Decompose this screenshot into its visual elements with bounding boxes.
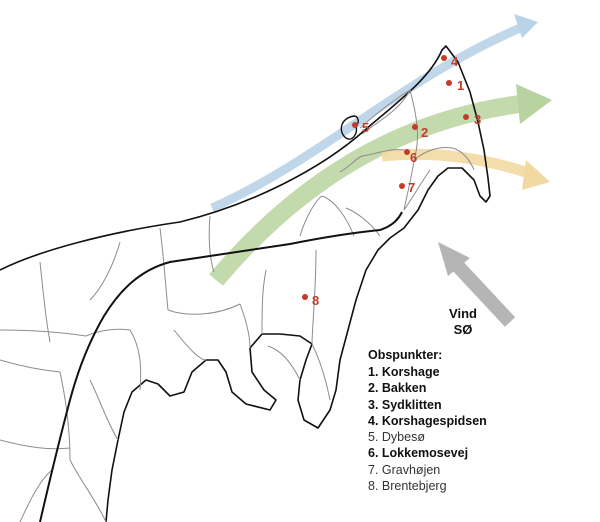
- observation-point-marker: [352, 122, 358, 128]
- observation-point-label: 1: [457, 78, 464, 93]
- arrow-wind-head: [438, 242, 470, 276]
- main-road: [39, 211, 403, 522]
- observation-point-marker: [302, 294, 308, 300]
- observation-point-label: 2: [421, 125, 428, 140]
- observation-point-label: 8: [312, 293, 319, 308]
- legend-title: Obspunkter:: [368, 348, 443, 362]
- legend-item: 4. Korshagespidsen: [368, 413, 487, 428]
- observation-point-label: 5: [362, 120, 369, 135]
- legend-item: 7. Gravhøjen: [368, 462, 441, 477]
- legend-item: 5. Dybesø: [368, 430, 425, 445]
- minor-roads: [0, 88, 475, 522]
- arrow-wind: [448, 257, 516, 327]
- wind-label: Vind SØ: [436, 306, 490, 338]
- legend-item: 2. Bakken: [368, 381, 427, 396]
- wind-label-line2: SØ: [453, 322, 473, 337]
- observation-point-label: 6: [410, 150, 417, 165]
- observation-point-marker: [412, 124, 418, 130]
- coastline: [0, 45, 491, 522]
- observation-point-marker: [399, 183, 405, 189]
- legend-item: 1. Korshage: [368, 365, 440, 379]
- observation-point-marker: [404, 149, 410, 155]
- arrow-blue-head: [514, 14, 538, 38]
- observation-point-label: 7: [408, 180, 415, 195]
- arrow-blue: [210, 23, 522, 213]
- legend-item: 8. Brentebjerg: [368, 479, 447, 494]
- arrow-green-head: [516, 84, 552, 124]
- observation-point-label: 3: [474, 112, 481, 127]
- arrow-yellow: [381, 148, 534, 180]
- observation-point-marker: [441, 55, 447, 61]
- wind-label-line1: Vind: [449, 306, 477, 321]
- observation-point-marker: [463, 114, 469, 120]
- legend-item: 6. Lokkemosevej: [368, 446, 469, 461]
- dybeso-lake: [340, 115, 359, 140]
- migration-arrows: [209, 14, 552, 327]
- legend-item: 3. Sydklitten: [368, 397, 442, 412]
- arrow-yellow-head: [522, 160, 550, 190]
- observation-point-marker: [446, 80, 452, 86]
- observation-points: 1 2 3 4 5 6 7 8: [302, 54, 481, 308]
- observation-point-label: 4: [451, 54, 459, 69]
